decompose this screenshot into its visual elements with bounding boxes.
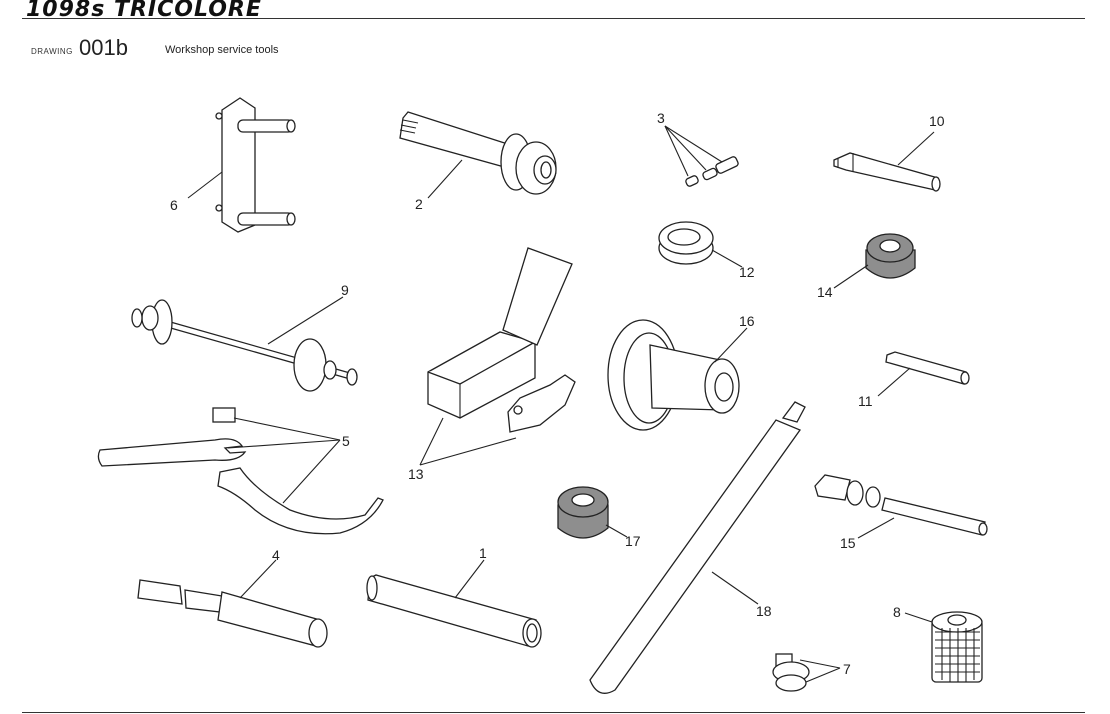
tool-2-illustration: [399, 111, 557, 199]
callout-7: 7: [843, 661, 851, 677]
callout-12: 12: [739, 264, 755, 280]
callout-15: 15: [840, 535, 856, 551]
tool-9-illustration: [131, 296, 358, 392]
tool-4-illustration: [137, 559, 328, 648]
tool-16-illustration: [607, 319, 748, 431]
callout-18: 18: [756, 603, 772, 619]
tool-1-illustration: [366, 559, 542, 648]
tool-15-illustration: [814, 474, 988, 539]
drawing-number: 001b: [79, 35, 128, 60]
callout-2: 2: [415, 196, 423, 212]
tool-3-illustration: [664, 125, 739, 187]
callout-11: 11: [858, 393, 873, 409]
footer-rule: [22, 712, 1085, 713]
callout-1: 1: [479, 545, 487, 561]
callout-9: 9: [341, 282, 349, 298]
tool-5-illustration: [97, 407, 384, 535]
tool-14-illustration: [833, 233, 916, 289]
page-title: Workshop service tools: [165, 44, 279, 56]
callout-10: 10: [929, 113, 945, 129]
drawing-label: DRAWING: [31, 47, 73, 56]
header-rule: [22, 18, 1085, 19]
tool-8-illustration: [904, 611, 983, 683]
callout-6: 6: [170, 197, 178, 213]
callout-13: 13: [408, 466, 424, 482]
brand-logo: 1098s TRICOLORE: [26, 0, 262, 22]
tool-12-illustration: [658, 221, 743, 268]
callout-3: 3: [657, 110, 665, 126]
tool-10-illustration: [833, 131, 941, 192]
callout-4: 4: [272, 547, 280, 563]
callout-5: 5: [342, 433, 350, 449]
tool-7-illustration: [772, 653, 841, 692]
callout-16: 16: [739, 313, 755, 329]
tool-6-illustration: [187, 97, 296, 233]
tool-18-illustration: [589, 401, 806, 694]
tool-13-illustration: [419, 247, 576, 466]
callout-17: 17: [625, 533, 641, 549]
tool-17-illustration: [557, 486, 628, 539]
tool-11-illustration: [877, 351, 970, 397]
callout-14: 14: [817, 284, 833, 300]
callout-8: 8: [893, 604, 901, 620]
